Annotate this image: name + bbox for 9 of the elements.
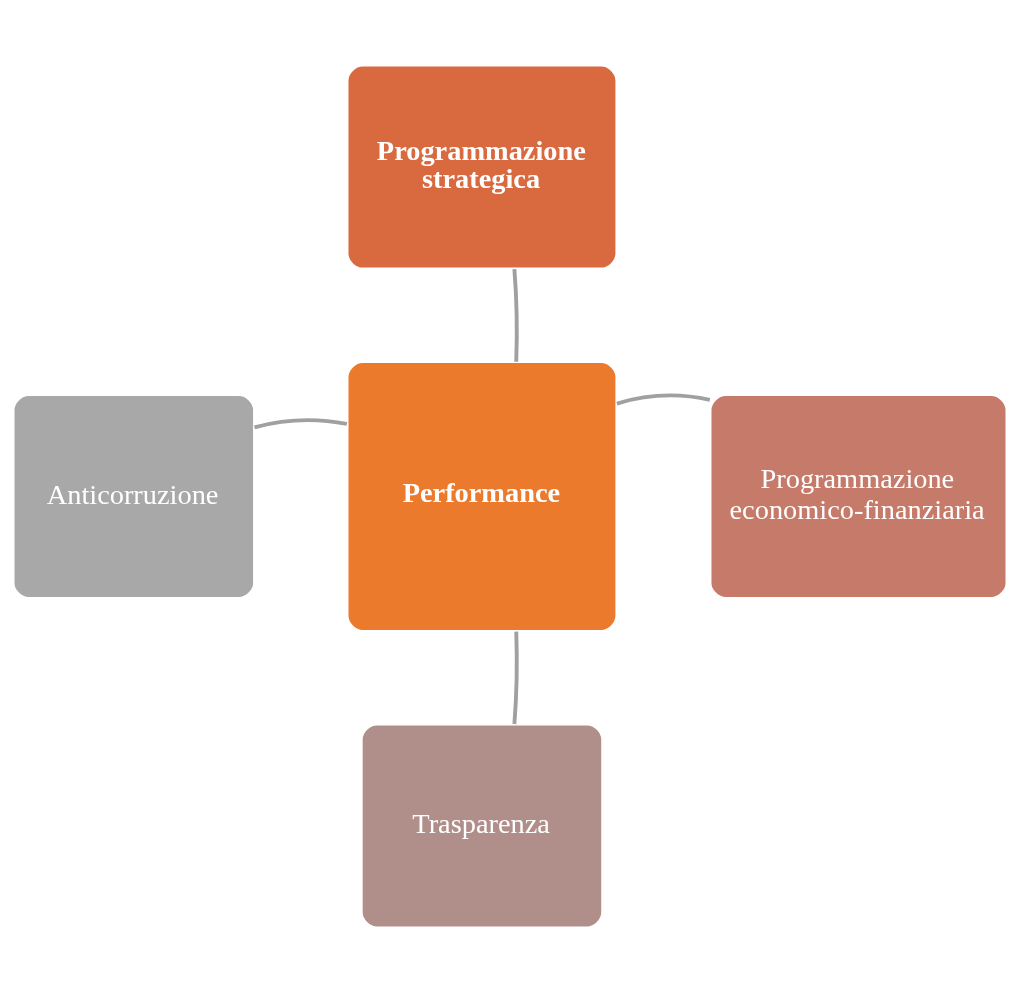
node-box: Programmazione strategica — [345, 63, 618, 271]
node-box: Programmazione economico-finanziaria — [708, 393, 1009, 600]
connector — [512, 631, 519, 725]
node-box: Trasparenza — [360, 722, 604, 930]
node-box: Anticorruzione — [11, 393, 256, 600]
connector — [254, 418, 348, 430]
node-box: Performance — [345, 360, 618, 633]
connector — [616, 393, 711, 406]
connector — [512, 268, 519, 362]
